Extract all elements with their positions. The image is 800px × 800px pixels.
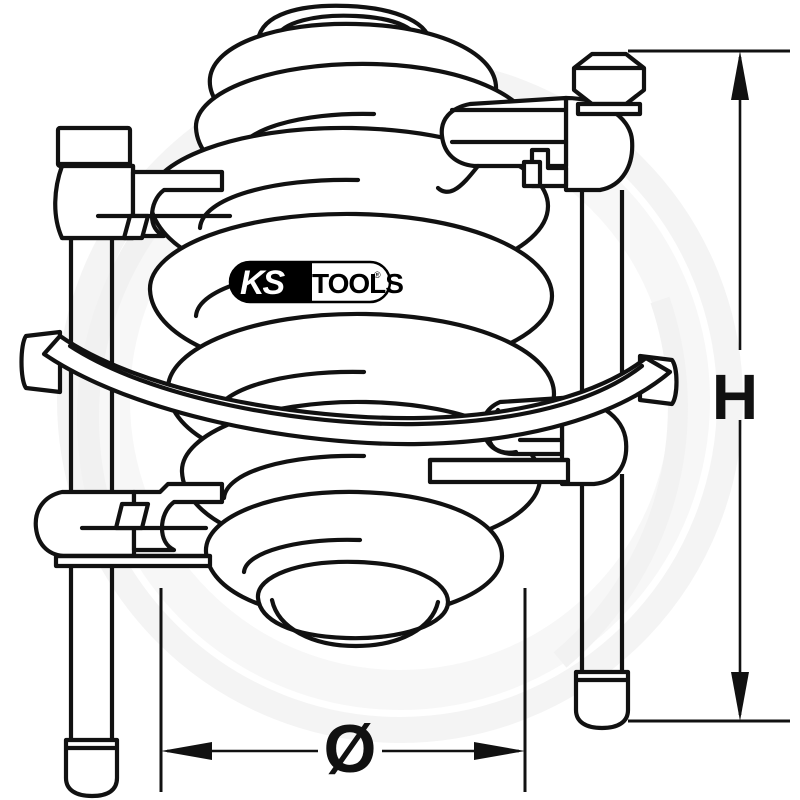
logo-tools-text: TOOLS bbox=[312, 268, 403, 299]
upper-left-jaw bbox=[53, 125, 233, 241]
brand-logo: KS TOOLS ® bbox=[228, 260, 404, 304]
hex-nut bbox=[571, 51, 647, 117]
right-spindle bbox=[573, 190, 631, 731]
height-arrow-top bbox=[731, 51, 749, 100]
height-arrow-bottom bbox=[731, 672, 749, 721]
logo-registered-icon: ® bbox=[374, 270, 381, 280]
diameter-arrow-right bbox=[474, 742, 525, 760]
upper-right-jaw bbox=[435, 95, 635, 194]
dimension-diameter: Ø bbox=[159, 588, 527, 792]
safety-strap bbox=[19, 329, 679, 447]
diameter-arrow-left bbox=[161, 742, 212, 760]
dimension-height: H bbox=[628, 49, 790, 723]
height-dimension-label: H bbox=[712, 361, 758, 433]
lower-left-jaw bbox=[33, 481, 225, 569]
diameter-dimension-label: Ø bbox=[324, 711, 377, 787]
logo-ks-text: KS bbox=[240, 264, 286, 302]
